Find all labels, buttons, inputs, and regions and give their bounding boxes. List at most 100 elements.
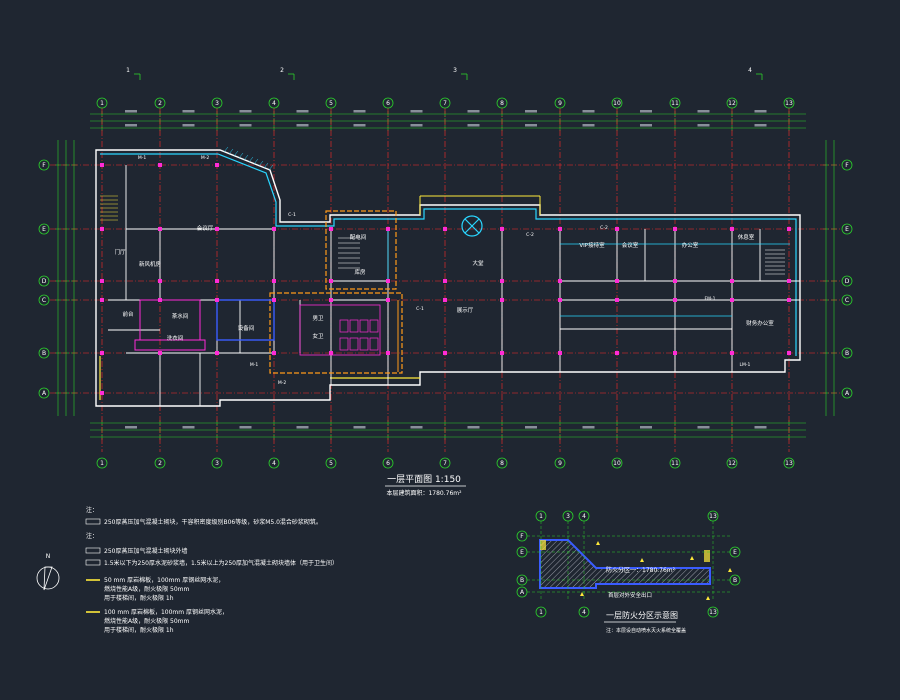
axis-left-E: E bbox=[42, 226, 46, 233]
room-label-r3: 前台 bbox=[122, 310, 134, 318]
floor-area: 本层建筑面积：1780.76m² bbox=[386, 489, 462, 497]
axis-left-D: D bbox=[42, 278, 47, 285]
room-label-r1: 会议厅 bbox=[197, 224, 214, 232]
note-item-5-line-3: 用于楼梯间，耐火极限 1h bbox=[104, 626, 174, 634]
note-item-1: 250厚蒸压加气混凝土砌块，干容积密度级别B06等级，砂浆M5.0混合砂浆砌筑。 bbox=[104, 518, 322, 526]
axis-bottom-5: 5 bbox=[329, 460, 333, 467]
axis-bottom-2: 2 bbox=[158, 460, 162, 467]
axis-left-F: F bbox=[42, 162, 46, 169]
room-label-r15: 男卫 bbox=[312, 315, 324, 322]
room-label-r10: 财务办公室 bbox=[746, 319, 774, 327]
axis-top-7: 7 bbox=[443, 100, 447, 107]
axis-right-D: D bbox=[845, 278, 850, 285]
fz-axis-side-A: A bbox=[520, 589, 525, 596]
door-label: M-1 bbox=[250, 362, 259, 368]
notes-header: 注： bbox=[86, 506, 98, 514]
axis-bottom-10: 10 bbox=[613, 460, 621, 467]
axis-left-C: C bbox=[42, 297, 46, 304]
axis-right-C: C bbox=[845, 297, 849, 304]
note-item-5-line-1: 100 mm 厚岩棉板，100mm 厚钢丝网水泥， bbox=[104, 608, 228, 616]
fire-zone-label: 防火分区一：1780.76m² bbox=[606, 566, 676, 574]
room-label-r16: 女卫 bbox=[312, 332, 324, 340]
door-label: C-1 bbox=[416, 306, 424, 312]
door-label: C-2 bbox=[600, 225, 608, 231]
axis-right-F: F bbox=[845, 162, 849, 169]
fz-axis-bottom-4: 4 bbox=[582, 609, 586, 616]
note-item-4-line-2: 燃烧性能A级，耐火极限 50mm bbox=[104, 585, 189, 593]
plan-title: 一层平面图 1:150 bbox=[387, 474, 461, 485]
axis-top-8: 8 bbox=[500, 100, 504, 107]
room-label-r17: 门厅 bbox=[114, 248, 126, 256]
axis-right-E: E bbox=[845, 226, 849, 233]
door-label: FM-1 bbox=[705, 296, 716, 302]
axis-top-10: 10 bbox=[613, 100, 621, 107]
section-marker-2: 2 bbox=[280, 67, 284, 74]
note-item-4-line-3: 用于楼梯间，耐火极限 1h bbox=[104, 594, 174, 602]
fire-zone-note: 注：本层设自动喷水灭火系统全覆盖 bbox=[606, 627, 686, 634]
axis-bottom-13: 13 bbox=[785, 460, 793, 467]
axis-bottom-8: 8 bbox=[500, 460, 504, 467]
axis-top-6: 6 bbox=[386, 100, 390, 107]
note-item-3: 1.5米以下为250厚水泥砂浆墙，1.5米以上为250厚加气混凝土砌块墙体（用于… bbox=[104, 559, 338, 567]
section-marker-1: 1 bbox=[126, 67, 130, 74]
axis-left-B: B bbox=[42, 350, 46, 357]
door-label: M-2 bbox=[201, 155, 210, 161]
notes-legend: 注： 250厚蒸压加气混凝土砌块，干容积密度级别B06等级，砂浆M5.0混合砂浆… bbox=[85, 506, 338, 634]
door-label: M-2 bbox=[278, 380, 287, 386]
section-marker-3: 3 bbox=[453, 67, 457, 74]
note-item-5-line-2: 燃烧性能A级，耐火极限 50mm bbox=[104, 617, 189, 625]
room-label-r18: 设备间 bbox=[238, 324, 255, 332]
dimension-lines bbox=[55, 110, 837, 440]
section-markers: 1 2 3 4 bbox=[126, 67, 763, 80]
fire-zone-title: 一层防火分区示意图 bbox=[606, 610, 678, 620]
axis-right-A: A bbox=[845, 390, 850, 397]
fz-axis-bottom-1: 1 bbox=[539, 609, 543, 616]
room-label-r12: 洗衣间 bbox=[167, 334, 184, 342]
fz-axis-side-B: B bbox=[520, 577, 524, 584]
room-label-r7: VIP接待室 bbox=[579, 241, 605, 249]
door-label: M-1 bbox=[138, 155, 147, 161]
door-label: LM-1 bbox=[740, 362, 751, 368]
fz-axis-top-3: 3 bbox=[566, 513, 570, 520]
north-arrow-icon: N bbox=[36, 553, 60, 591]
axis-left-A: A bbox=[42, 390, 47, 397]
door-label: C-1 bbox=[288, 212, 296, 218]
svg-text:N: N bbox=[46, 553, 51, 560]
axis-top-4: 4 bbox=[272, 100, 276, 107]
axis-bottom-11: 11 bbox=[671, 460, 679, 467]
room-label-r9: 会议室 bbox=[622, 241, 639, 249]
axis-bottom-1: 1 bbox=[100, 460, 104, 467]
fz-axis-right-E: E bbox=[733, 549, 737, 556]
room-labels: 会议厅新风机房前台茶水间大堂展示厅VIP接待室办公室会议室财务办公室休息室洗衣间… bbox=[114, 224, 774, 342]
axis-top-2: 2 bbox=[158, 100, 162, 107]
room-label-r5: 大堂 bbox=[472, 259, 484, 267]
fire-zone-diagram: 防火分区一：1780.76m² 首层对外安全出口 一层防火分区示意图 注：本层设… bbox=[539, 539, 711, 634]
axis-top-13: 13 bbox=[785, 100, 793, 107]
axis-right-B: B bbox=[845, 350, 849, 357]
fz-axis-side-F: F bbox=[520, 533, 524, 540]
room-label-r4: 茶水间 bbox=[172, 312, 189, 320]
axis-top-5: 5 bbox=[329, 100, 333, 107]
axis-top-1: 1 bbox=[100, 100, 104, 107]
room-label-r2: 新风机房 bbox=[139, 260, 162, 268]
axis-bottom-4: 4 bbox=[272, 460, 276, 467]
axis-top-11: 11 bbox=[671, 100, 679, 107]
notes-header-2: 注： bbox=[86, 532, 98, 540]
axis-top-12: 12 bbox=[728, 100, 736, 107]
door-label: C-2 bbox=[526, 232, 534, 238]
room-label-r14: 库房 bbox=[354, 268, 366, 276]
room-label-r11: 休息室 bbox=[738, 233, 755, 241]
room-label-r13: 配电间 bbox=[350, 233, 367, 241]
note-item-2: 250厚蒸压加气混凝土砌块外墙 bbox=[104, 547, 187, 555]
fz-axis-right-B: B bbox=[733, 577, 737, 584]
fz-axis-side-E: E bbox=[520, 549, 524, 556]
room-label-r6: 展示厅 bbox=[457, 307, 474, 314]
section-marker-4: 4 bbox=[748, 67, 752, 74]
axis-bottom-9: 9 bbox=[558, 460, 562, 467]
axis-bottom-12: 12 bbox=[728, 460, 736, 467]
fz-axis-top-4: 4 bbox=[582, 513, 586, 520]
